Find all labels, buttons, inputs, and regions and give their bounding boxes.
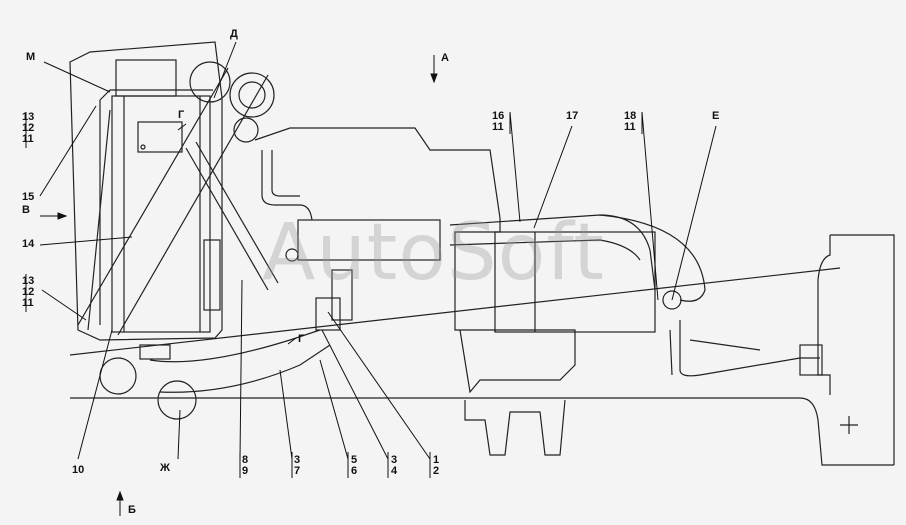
stack-item: 13 bbox=[22, 275, 35, 287]
label-stack-left-mid: 13 12 11 bbox=[22, 276, 34, 309]
stack-item: 5 bbox=[351, 454, 358, 466]
radiator-housing bbox=[69, 41, 223, 341]
leader-10 bbox=[77, 329, 113, 460]
leader-Zh bbox=[177, 409, 181, 460]
label-stack-5-6: 5 6 bbox=[351, 455, 357, 477]
label-stack-3-7: 3 7 bbox=[294, 455, 300, 477]
stack-item: 2 bbox=[433, 465, 440, 477]
leader-14 bbox=[39, 236, 133, 246]
stack-item: 8 bbox=[242, 454, 249, 466]
stack-item: 11 bbox=[22, 133, 34, 145]
label-G-mid: Г bbox=[298, 333, 305, 345]
expansion-tank bbox=[115, 59, 177, 97]
pulley-top bbox=[229, 72, 275, 118]
axle-u-bracket bbox=[464, 399, 566, 456]
arrow-G-top bbox=[177, 123, 187, 131]
long-diagonal bbox=[69, 267, 841, 356]
frame-line bbox=[70, 397, 894, 466]
detail-zh-circle bbox=[157, 380, 197, 420]
label-17: 17 bbox=[566, 110, 579, 122]
leader-15 bbox=[39, 105, 97, 197]
leader-E bbox=[671, 125, 717, 301]
right-frame bbox=[830, 234, 895, 465]
label-Zh: Ж bbox=[160, 462, 170, 474]
label-V: В bbox=[22, 204, 30, 216]
stack-item: 16 bbox=[492, 110, 505, 122]
radiator-core bbox=[111, 95, 211, 333]
label-10: 10 bbox=[72, 464, 85, 476]
label-stack-18: 18 11 bbox=[624, 111, 636, 133]
gear-housing bbox=[297, 219, 441, 261]
label-stack-left-top: 13 12 11 bbox=[22, 112, 34, 145]
stack-item: 11 bbox=[492, 121, 504, 133]
detail-d-circle bbox=[189, 61, 231, 103]
label-stack-16: 16 11 bbox=[492, 111, 504, 133]
stack-item: 12 bbox=[22, 122, 35, 134]
stack-item: 4 bbox=[391, 465, 398, 477]
label-B: Б bbox=[128, 504, 136, 516]
stack-item: 11 bbox=[22, 297, 34, 309]
stack-item: 11 bbox=[624, 121, 636, 133]
hose-diagonal bbox=[185, 141, 279, 291]
fuel-line bbox=[679, 320, 820, 377]
stack-item: 13 bbox=[22, 111, 35, 123]
leader-17 bbox=[533, 125, 573, 229]
pipe-lower-1 bbox=[149, 329, 321, 363]
stack-item: 1 bbox=[433, 454, 440, 466]
label-G-top: Г bbox=[178, 109, 185, 121]
stack-item: 3 bbox=[294, 454, 301, 466]
label-15: 15 bbox=[22, 191, 35, 203]
arrow-G-mid bbox=[287, 337, 297, 345]
leader-M bbox=[43, 61, 111, 93]
stack-item: 6 bbox=[351, 465, 358, 477]
leader-bot-3 bbox=[279, 369, 293, 460]
stack-item: 7 bbox=[294, 465, 301, 477]
label-D: Д bbox=[230, 28, 238, 40]
pipe-lower-2 bbox=[159, 344, 331, 393]
stack-item: 3 bbox=[391, 454, 398, 466]
stack-item: 9 bbox=[242, 465, 249, 477]
leader-D bbox=[213, 41, 237, 99]
label-stack-1-2: 1 2 bbox=[433, 455, 439, 477]
leader-bot-1 bbox=[327, 311, 431, 460]
pulley-bottom bbox=[99, 357, 137, 395]
label-A: А bbox=[441, 52, 449, 64]
pipe-upper bbox=[261, 150, 313, 221]
right-pipe bbox=[449, 214, 656, 291]
label-14: 14 bbox=[22, 238, 35, 250]
stack-item: 18 bbox=[624, 110, 637, 122]
pulley-mid bbox=[233, 117, 259, 143]
label-stack-8: 8 9 bbox=[242, 455, 248, 477]
stack-item: 12 bbox=[22, 286, 35, 298]
label-stack-3-4: 3 4 bbox=[391, 455, 397, 477]
label-E: Е bbox=[712, 110, 720, 122]
engine-block bbox=[254, 127, 576, 394]
leader-bot-5 bbox=[319, 359, 349, 460]
label-M: М bbox=[26, 51, 36, 63]
leader-left-mid bbox=[41, 289, 87, 321]
leader-bot-3b bbox=[321, 329, 389, 460]
leader-bot-8 bbox=[239, 279, 243, 460]
